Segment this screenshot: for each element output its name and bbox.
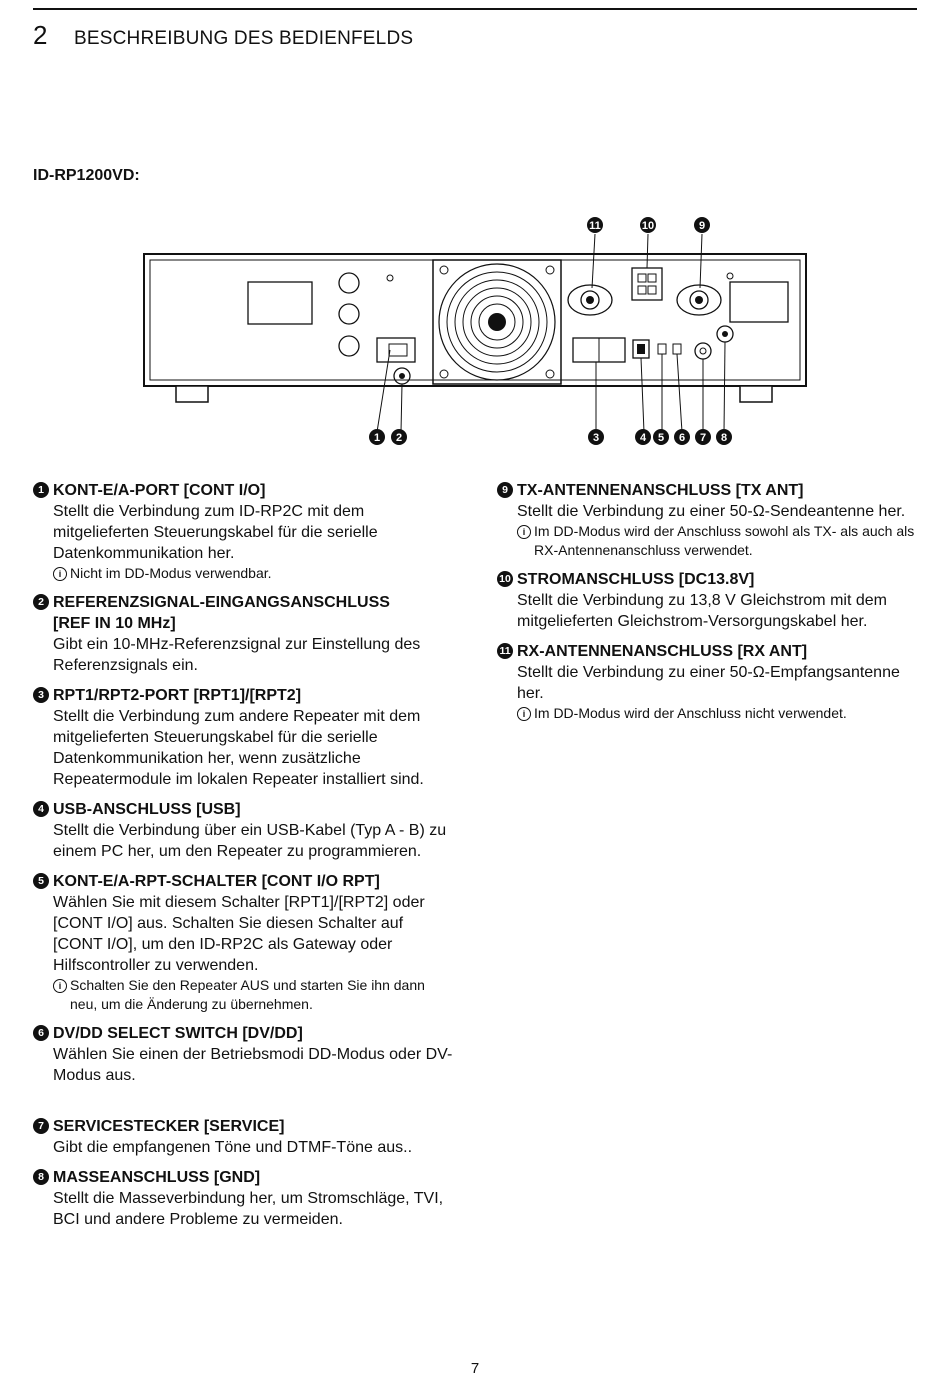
page-number: 7 xyxy=(470,1360,480,1377)
callout-8: 8 xyxy=(716,429,732,445)
item-number-badge: 1 xyxy=(33,482,49,498)
item-title: DV/DD SELECT SWITCH [DV/DD] xyxy=(53,1025,303,1042)
callout-7: 7 xyxy=(695,429,711,445)
svg-text:8: 8 xyxy=(721,432,727,444)
item-number-badge: 4 xyxy=(33,801,49,817)
rear-panel-diagram: 11 10 9 1 2 3 4 5 6 7 8 xyxy=(140,210,810,450)
item-number-badge: 2 xyxy=(33,594,49,610)
item-body: Stellt die Verbindung zum ID-RP2C mit de… xyxy=(53,503,378,562)
item-title: STROMANSCHLUSS [DC13.8V] xyxy=(517,571,755,588)
svg-text:10: 10 xyxy=(642,220,654,232)
info-icon: i xyxy=(53,567,67,581)
item-number-badge: 5 xyxy=(33,873,49,889)
info-icon: i xyxy=(53,979,67,993)
item-body: Gibt ein 10-MHz-Referenzsignal zur Einst… xyxy=(53,636,421,674)
item-body: Wählen Sie einen der Betriebsmodi DD-Mod… xyxy=(53,1046,453,1084)
callout-5: 5 xyxy=(653,429,669,445)
item-number-badge: 10 xyxy=(497,571,513,587)
chapter-number: 2 xyxy=(33,20,48,50)
item-body: Stellt die Verbindung zu 13,8 V Gleichst… xyxy=(517,592,887,630)
svg-text:7: 7 xyxy=(700,432,706,444)
item-number-badge: 11 xyxy=(497,643,513,659)
item-title: USB-ANSCHLUSS [USB] xyxy=(53,801,241,818)
info-icon: i xyxy=(517,525,531,539)
svg-text:2: 2 xyxy=(396,432,402,444)
svg-text:4: 4 xyxy=(640,432,647,444)
callout-1: 1 xyxy=(369,429,385,445)
note-text: Nicht im DD-Modus verwendbar. xyxy=(70,565,272,581)
item-body: Stellt die Verbindung zum andere Repeate… xyxy=(53,708,424,788)
callout-9: 9 xyxy=(694,217,710,233)
item-number-badge: 6 xyxy=(33,1025,49,1041)
note-text: Im DD-Modus wird der Anschluss sowohl al… xyxy=(534,523,915,558)
item-title: MASSEANSCHLUSS [GND] xyxy=(53,1169,261,1186)
item-title: KONT-E/A-PORT [CONT I/O] xyxy=(53,482,266,499)
svg-text:11: 11 xyxy=(589,220,601,232)
callout-6: 6 xyxy=(674,429,690,445)
item-body: Gibt die empfangenen Töne und DTMF-Töne … xyxy=(53,1139,413,1156)
svg-text:1: 1 xyxy=(374,432,380,444)
item-body: Stellt die Verbindung zu einer 50-Ω-Send… xyxy=(517,503,906,520)
info-icon: i xyxy=(517,707,531,721)
callout-11: 11 xyxy=(587,217,603,233)
svg-text:3: 3 xyxy=(593,432,599,444)
note-text: Im DD-Modus wird der Anschluss nicht ver… xyxy=(534,705,847,721)
svg-text:5: 5 xyxy=(658,432,664,444)
item-body: Stellt die Masseverbindung her, um Strom… xyxy=(53,1190,444,1228)
callout-2: 2 xyxy=(391,429,407,445)
item-title: TX-ANTENNENANSCHLUSS [TX ANT] xyxy=(517,482,804,499)
item-body: Stellt die Verbindung zu einer 50-Ω-Empf… xyxy=(517,664,900,702)
item-title: SERVICESTECKER [SERVICE] xyxy=(53,1118,285,1135)
item-number-badge: 7 xyxy=(33,1118,49,1134)
item-body: Wählen Sie mit diesem Schalter [RPT1]/[R… xyxy=(53,894,425,974)
callout-10: 10 xyxy=(640,217,656,233)
callout-4: 4 xyxy=(635,429,651,445)
item-title: REFERENZSIGNAL-EINGANGSANSCHLUSS xyxy=(53,594,390,611)
svg-text:9: 9 xyxy=(699,220,705,232)
callout-3: 3 xyxy=(588,429,604,445)
chapter-title: BESCHREIBUNG DES BEDIENFELDS xyxy=(74,28,414,49)
item-body: Stellt die Verbindung über ein USB-Kabel… xyxy=(53,822,447,860)
item-number-badge: 9 xyxy=(497,482,513,498)
item-number-badge: 8 xyxy=(33,1169,49,1185)
item-title: RPT1/RPT2-PORT [RPT1]/[RPT2] xyxy=(53,687,302,704)
note-text: Schalten Sie den Repeater AUS und starte… xyxy=(70,977,425,1012)
svg-text:6: 6 xyxy=(679,432,685,444)
rear-panel-illustration: 11 10 9 1 2 3 4 5 6 7 8 xyxy=(143,217,807,445)
item-title: KONT-E/A-RPT-SCHALTER [CONT I/O RPT] xyxy=(53,873,380,890)
header-rule xyxy=(33,8,917,10)
item-number-badge: 3 xyxy=(33,687,49,703)
item-title: RX-ANTENNENANSCHLUSS [RX ANT] xyxy=(517,643,808,660)
item-title-line2: [REF IN 10 MHz] xyxy=(53,615,176,632)
model-label: ID-RP1200VD: xyxy=(33,167,140,184)
